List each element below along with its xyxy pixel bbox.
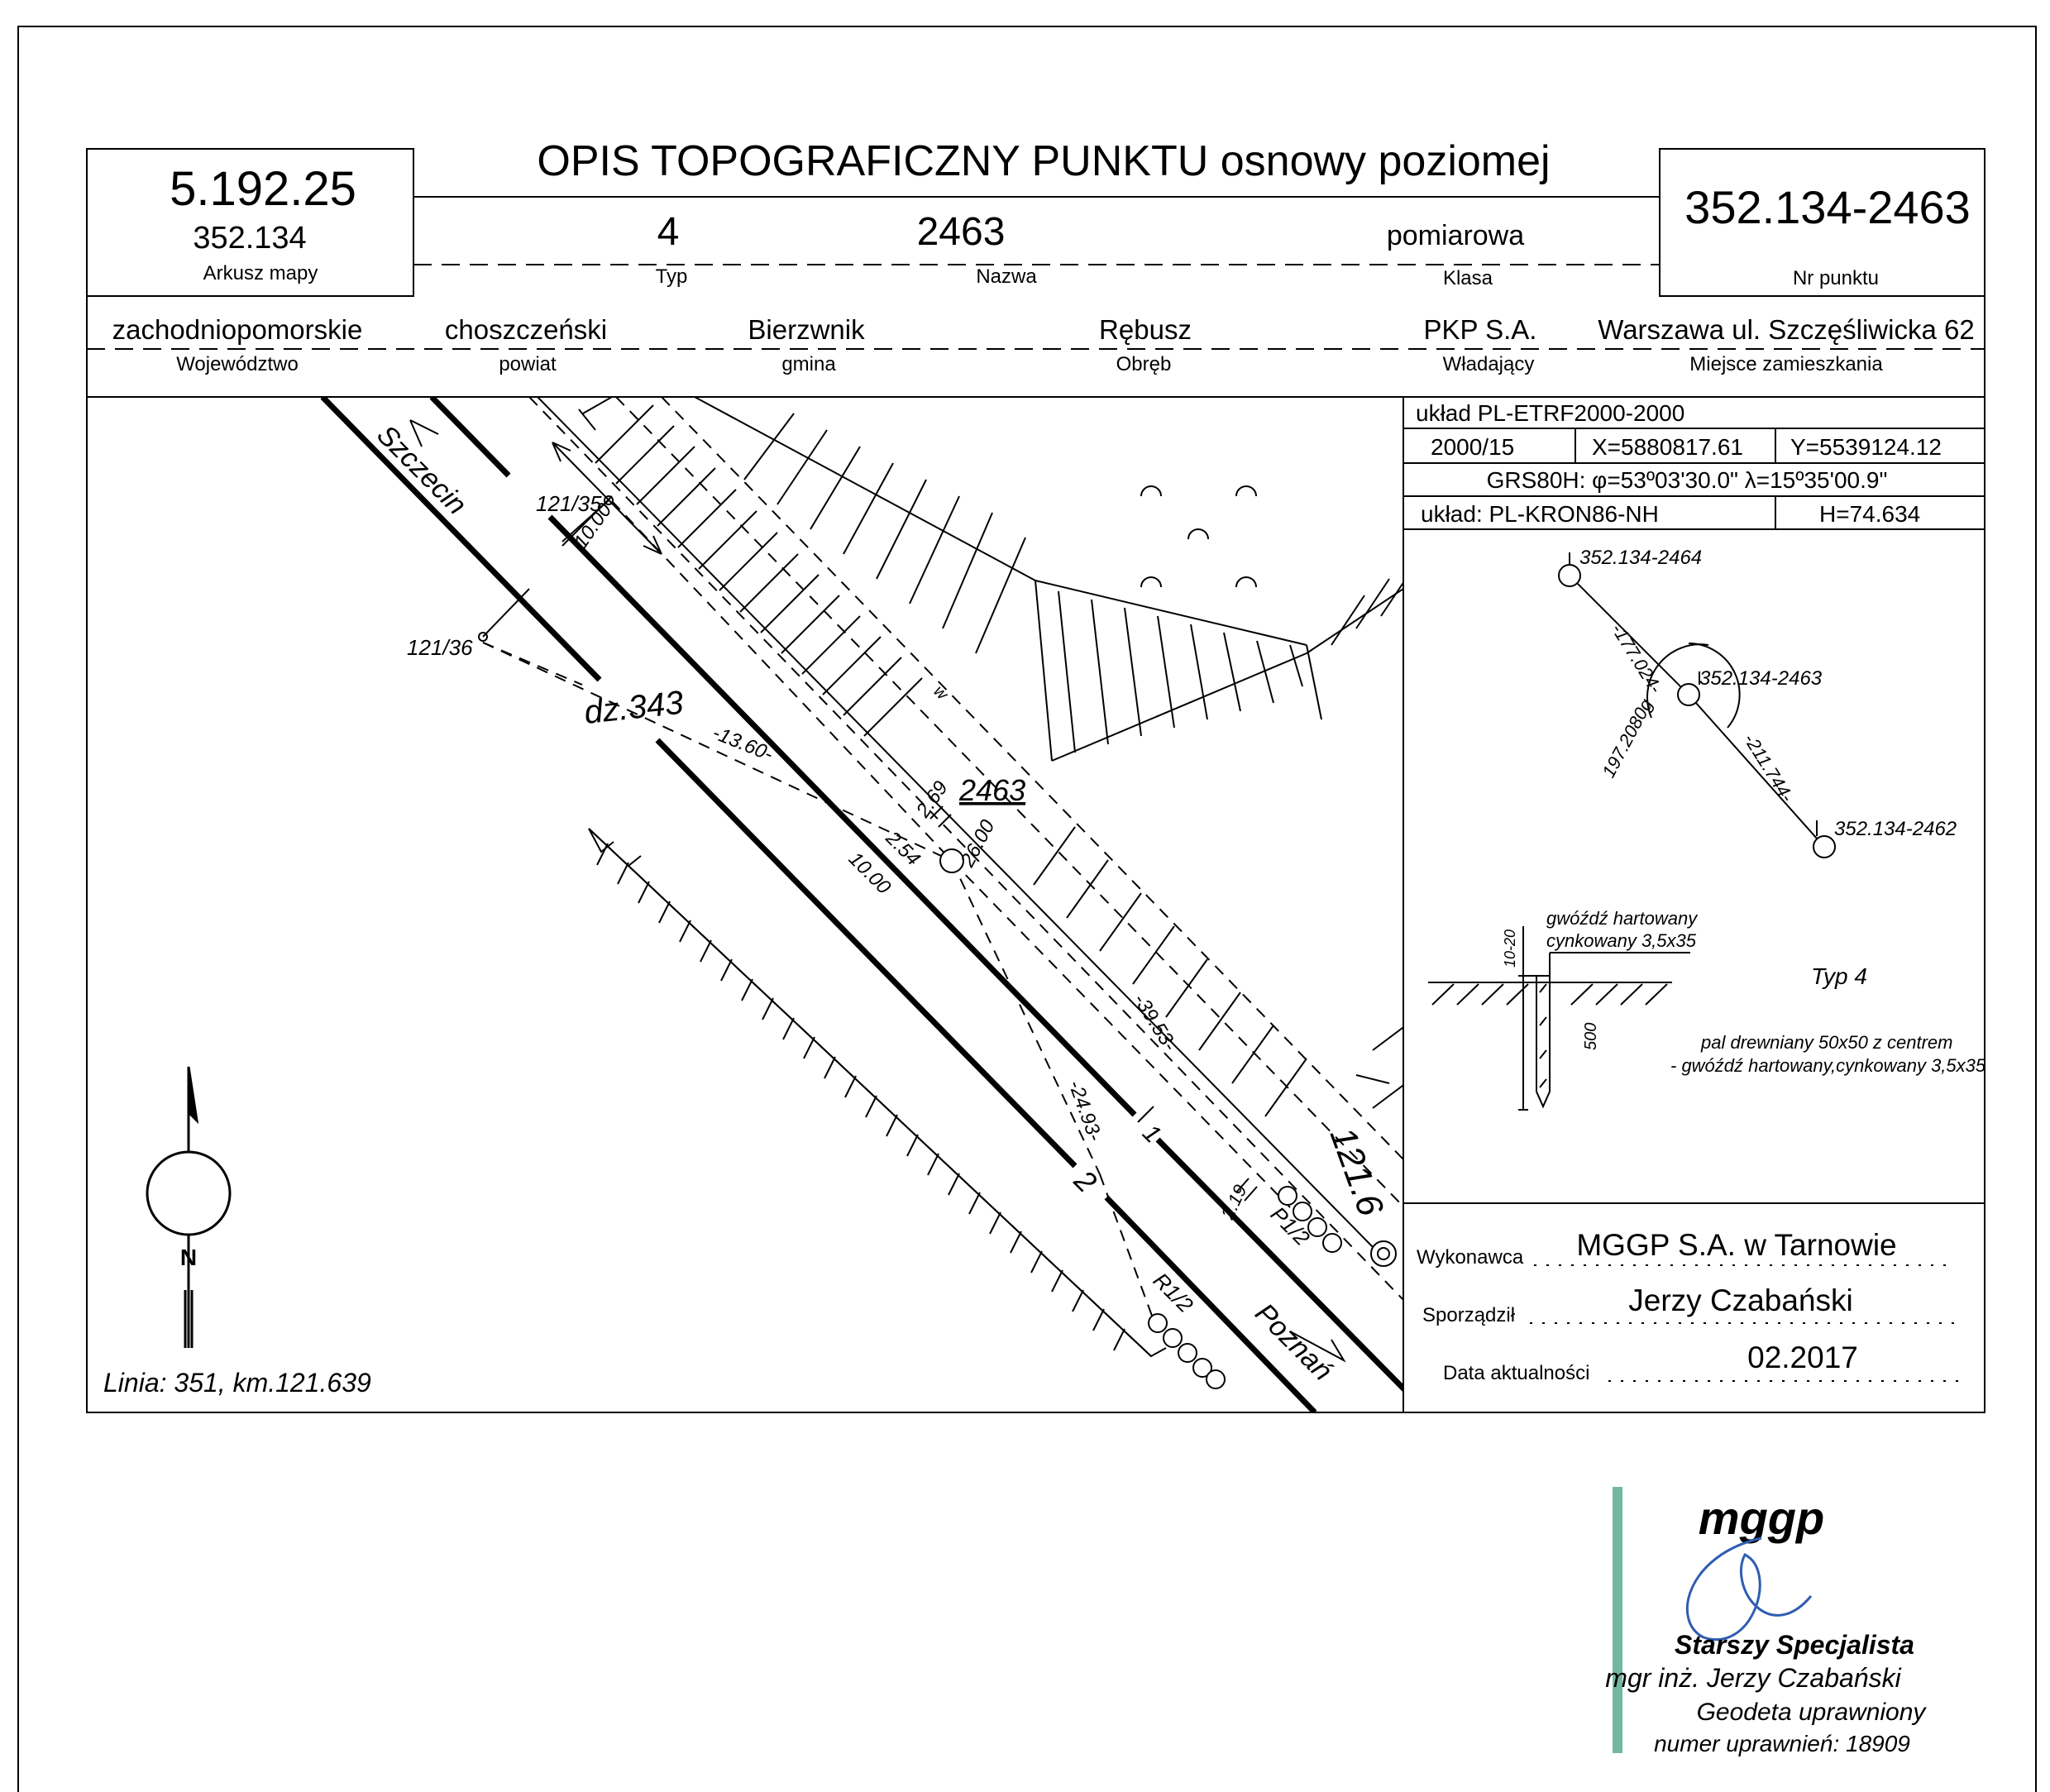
label-121-35: 121/35 [536,491,602,516]
survey-point-2463 [939,848,964,873]
footer: Wykonawca MGGP S.A. w Tarnowie Sporządzi… [1417,1228,1960,1384]
label-point-2463: 2463 [958,773,1025,807]
marker-depth-top: 10-20 [1502,929,1518,968]
author: Jerzy Czabański [1628,1283,1852,1317]
stake-icon [1536,975,1551,1109]
marker-nail: gwóźdź hartowany [1546,908,1699,929]
network-dist-north: -177.024- [1608,619,1666,696]
sketch-labels: Szczecin Poznań dz.343 2463 121/35 121/3… [103,419,1391,1398]
coord-x: X=5880817.61 [1592,434,1743,460]
owner-label: Władający [1443,353,1535,375]
stamp-line-1: Starszy Specjalista [1675,1630,1914,1660]
marker-desc-1: pal drewniany 50x50 z centrem [1700,1032,1953,1053]
author-label: Sporządził [1422,1304,1516,1326]
height-value: H=74.634 [1819,501,1920,527]
embankment-upper [537,398,1403,1248]
marker-detail [1428,926,1690,1111]
date-label: Data aktualności [1443,1362,1589,1384]
map-sheet-label: Arkusz mapy [203,262,318,284]
north-label: N [180,1245,197,1270]
name-label: Nazwa [976,265,1037,288]
class-label: Klasa [1443,267,1493,289]
network-angle: 197.2080g [1598,695,1656,781]
page-frame [17,26,2037,1792]
network-point-north [1558,564,1581,587]
type-label: Typ [656,265,688,288]
north-arrow-icon [146,1066,232,1348]
stamp: mggp Starszy Specjalista mgr inż. Jerzy … [1605,1487,1927,1756]
label-szczecin: Szczecin [370,419,472,521]
label-track-2: 2 [1068,1163,1104,1199]
sketch-frame [86,396,1985,1413]
stamp-line-2: mgr inż. Jerzy Czabański [1605,1663,1901,1693]
network-label-south: 352.134-2462 [1834,818,1957,840]
height-system: układ: PL-KRON86-NH [1421,501,1659,527]
type-value: 4 [657,210,680,254]
map-sheet-code: 5.192.25 [170,162,356,216]
trees [1140,485,1257,588]
precinct-label: Obręb [1116,353,1172,375]
network-point-south [1813,835,1836,858]
voivodeship: zachodniopomorskie [112,314,363,345]
marker-depth: 500 [1582,1023,1600,1050]
marker-nail-2: cynkowany 3,5x35 [1546,930,1697,951]
county: choszczeński [445,314,607,345]
commune: Bierzwnik [748,314,865,345]
commune-label: gmina [781,353,836,375]
embankment-lower [588,828,1167,1358]
network-label-center: 352.134-2463 [1699,667,1823,690]
network-point-center [1677,683,1700,706]
label-r1-2: R1/2 [1149,1268,1198,1317]
date: 02.2017 [1747,1340,1858,1374]
coordinates-block: układ PL-ETRF2000-2000 2000/15 X=5880817… [1416,400,1942,527]
residence-label: Miejsce zamieszkania [1689,353,1883,375]
coord-y: Y=5539124.12 [1790,434,1942,460]
network-diagram: 352.134-2464 352.134-2463 352.134-2462 -… [1558,547,1957,858]
signal-posts-r1 [1148,1313,1226,1389]
label-dist-2493: -24.93- [1063,1078,1106,1144]
stamp-line-3: Geodeta uprawniony [1697,1699,1928,1726]
label-parcel: dz.343 [582,685,685,731]
network-dist-south: -211.744- [1740,729,1798,805]
stamp-logo: mggp [1699,1492,1824,1544]
location-row: zachodniopomorskie Województwo choszczeń… [112,314,1975,375]
class-value: pomiarowa [1387,220,1524,251]
direction-arrows [409,419,1346,1363]
marker-desc-2: - gwóźdź hartowany,cynkowany 3,5x35 [1670,1055,1986,1076]
county-label: powiat [499,353,557,375]
label-dist-3953: -39.53- [1129,990,1181,1055]
map-sheet-sub: 352.134 [193,221,306,256]
map-sheet-box [86,148,414,297]
label-dist-1360: -13.60- [710,722,777,767]
contractor-label: Wykonawca [1417,1246,1524,1269]
point-number-box [1659,148,1985,297]
network-label-north: 352.134-2464 [1579,547,1702,569]
page-title: OPIS TOPOGRAFICZNY PUNKTU osnowy poziome… [537,137,1550,185]
stamp-line-4: numer uprawnień: 18909 [1654,1731,1910,1756]
owner: PKP S.A. [1424,314,1537,345]
signature-icon [1685,1536,1813,1641]
label-121-36: 121/36 [407,635,473,660]
name-value: 2463 [917,210,1006,254]
point-number: 352.134-2463 [1684,181,1971,233]
coord-grs: GRS80H: φ=53º03'30.0" λ=15º35'00.9" [1487,467,1888,493]
signal-posts-p1 [1278,1186,1397,1267]
voivodeship-label: Województwo [176,353,299,375]
residence: Warszawa ul. Szczęśliwicka 62 [1598,314,1974,345]
label-dist-1000b: 10.00 [844,848,896,899]
dashed-lines [482,398,1403,1332]
marker-type: Typ 4 [1811,963,1867,989]
line-info: Linia: 351, km.121.639 [103,1368,371,1398]
rails [320,398,1403,1412]
coord-zone: 2000/15 [1431,434,1514,460]
point-number-label: Nr punktu [1793,267,1879,289]
coord-system: układ PL-ETRF2000-2000 [1416,400,1684,426]
sketch: Szczecin Poznań dz.343 2463 121/35 121/3… [103,398,1403,1412]
label-w: w [929,682,952,705]
contractor: MGGP S.A. w Tarnowie [1576,1228,1896,1262]
precinct: Rębusz [1099,314,1192,345]
label-dist-219: 2.19 [1216,1182,1250,1223]
